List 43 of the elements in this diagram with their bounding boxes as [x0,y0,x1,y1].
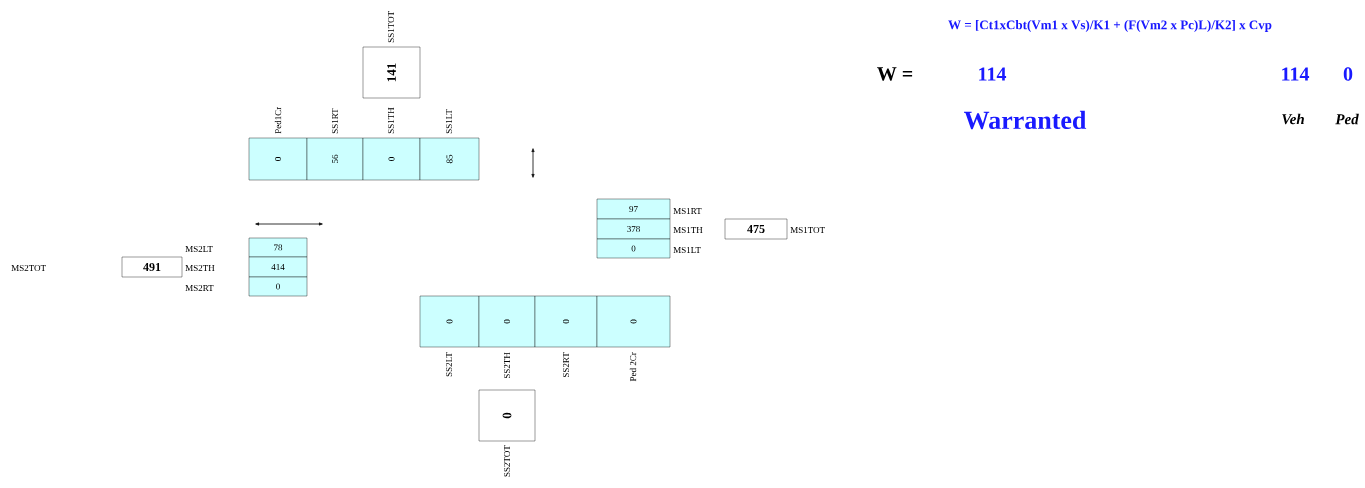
cell-label: SS2LT [446,352,453,377]
cell-label: SS1LT [446,109,453,134]
cell-label: SS1RT [332,108,339,134]
total-box: 491 [121,256,183,278]
count-cell: 414 [248,256,308,278]
count-cell: 0 [248,276,308,297]
cell-label: Ped1Cr [274,106,282,134]
column-caption: Veh [1282,113,1304,125]
cell-label: SS2TH [504,352,511,379]
equation-label: W = [877,67,913,81]
count-cell: 0 [478,295,536,348]
cell-label: MS2RT [185,285,214,292]
column-caption: Ped [1335,113,1359,125]
result-value: 0 [1343,67,1353,81]
cell-label: MS2LT [185,246,213,253]
status-text: Warranted [964,110,1087,130]
total-box: 141 [362,46,421,99]
count-cell: 0 [534,295,598,348]
cell-label: MS1RT [673,208,702,215]
count-cell: 0 [362,137,421,181]
cell-label: SS1TH [388,107,395,134]
cell-label: SS2TOT [504,445,511,477]
formula-text: W = [Ct1xCbt(Vm1 x Vs)/K1 + (F(Vm2 x Pc)L)/K2] x Cvp [948,20,1272,32]
cell-label: SS1TOT [388,11,395,43]
cell-label: MS2TOT [11,265,46,272]
cell-label: MS1TH [673,227,703,234]
count-cell: 0 [419,295,480,348]
total-box: 475 [724,218,788,240]
count-cell: 97 [596,198,671,220]
result-value: 114 [1282,67,1310,81]
count-cell: 0 [248,137,308,181]
cell-label: MS1TOT [790,227,825,234]
cell-label: Ped 2Cr [629,352,637,382]
count-cell: 85 [419,137,480,181]
cell-label: MS1LT [673,247,701,254]
count-cell: 378 [596,218,671,240]
count-cell: 78 [248,237,308,258]
cell-label: SS2RT [563,352,570,378]
count-cell: 0 [596,295,671,348]
count-cell: 56 [306,137,364,181]
result-value: 114 [979,67,1007,81]
total-box: 0 [478,389,536,442]
count-cell: 0 [596,238,671,259]
